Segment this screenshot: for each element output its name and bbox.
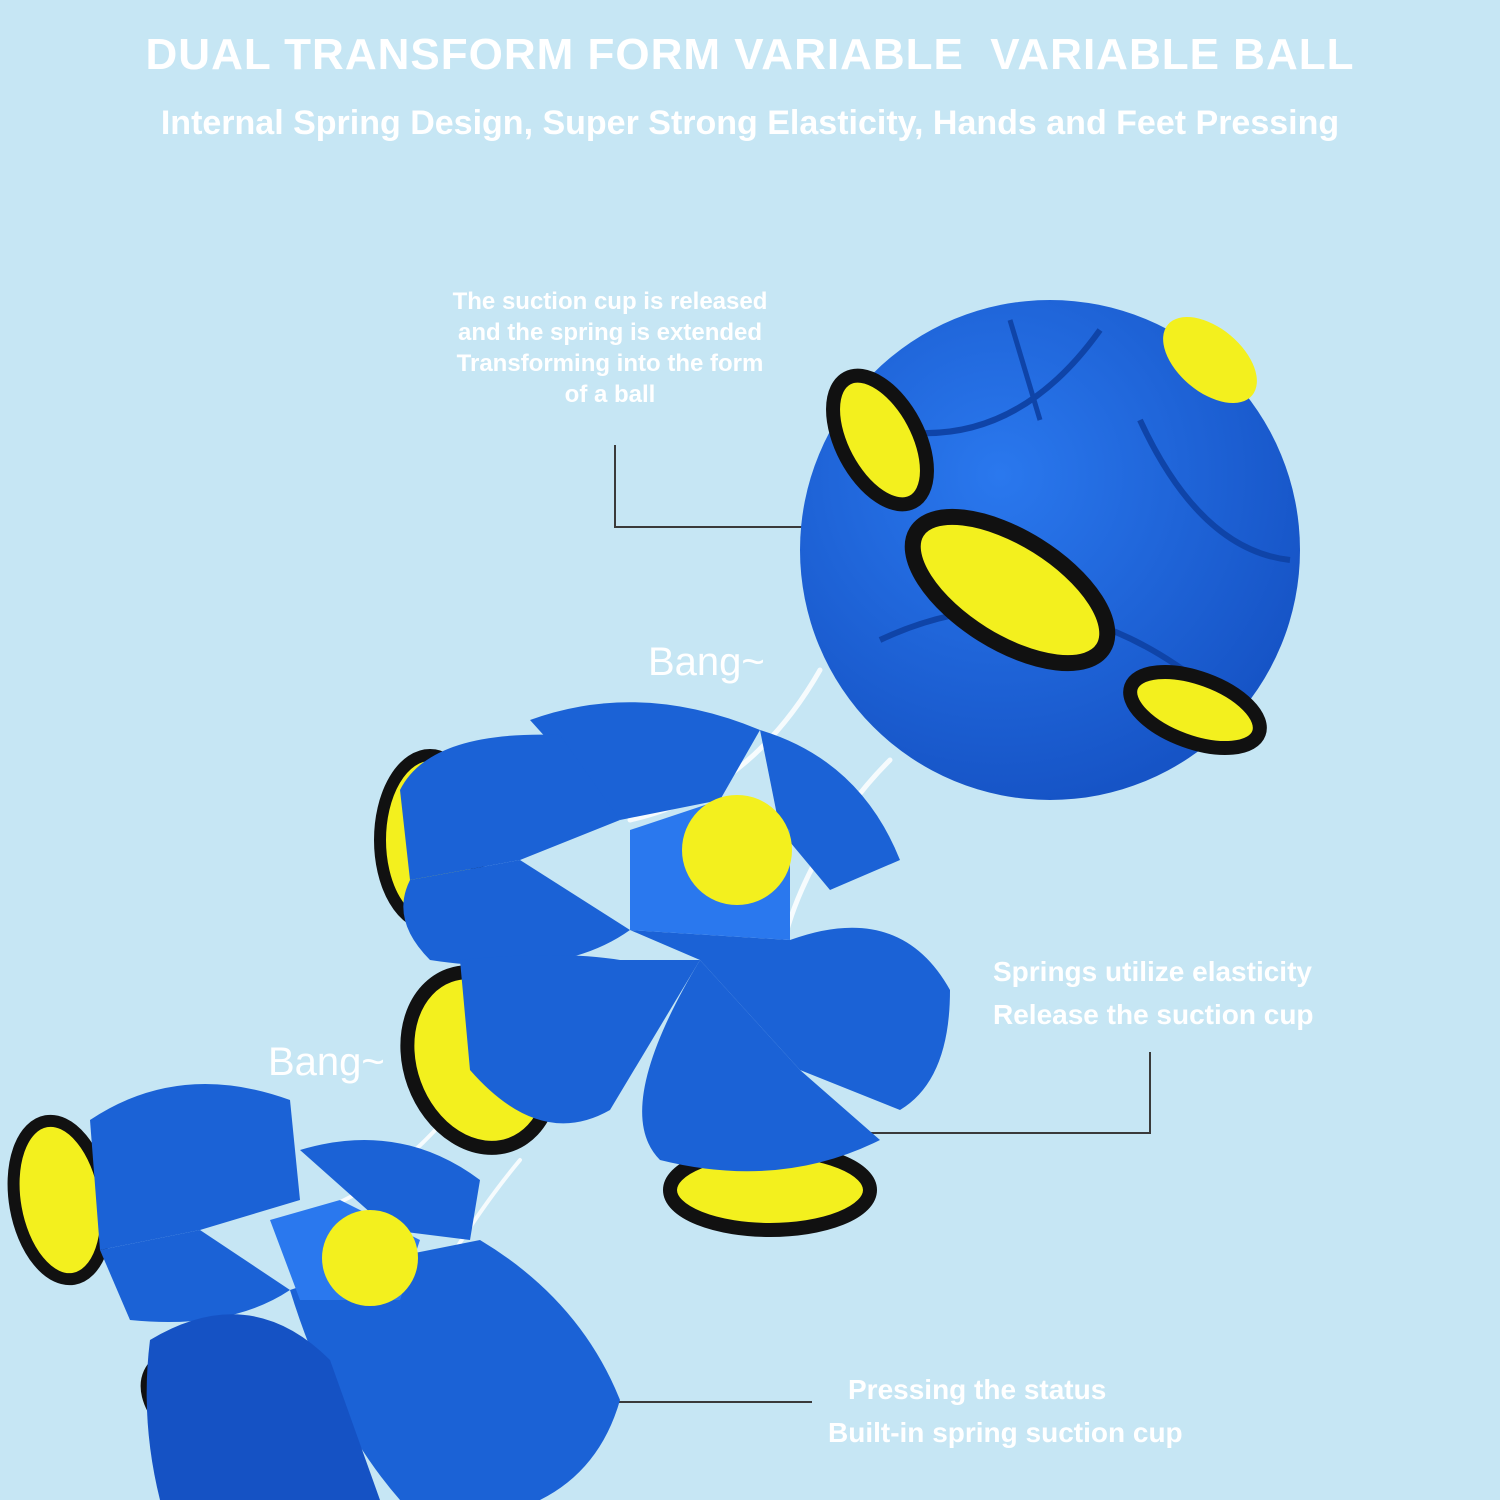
page-title: DUAL TRANSFORM FORM VARIABLE VARIABLE BA…: [145, 30, 1355, 79]
pressing-caption: Pressing the status Built-in spring suct…: [828, 1368, 1183, 1454]
caption-line: Release the suction cup: [993, 999, 1314, 1030]
caption-line: Pressing the status: [848, 1374, 1107, 1405]
caption-line: Transforming into the form: [456, 350, 764, 377]
connector-line-ball: [614, 445, 810, 528]
springs-caption: Springs utilize elasticity Release the s…: [993, 950, 1314, 1036]
yellow-pad: [826, 368, 934, 512]
ball-form: [800, 300, 1300, 800]
caption-line: of a ball: [564, 381, 656, 408]
caption-line: Built-in spring suction cup: [828, 1417, 1183, 1448]
yellow-pad: [904, 508, 1116, 672]
pressed-disc: [7, 1084, 620, 1500]
page-subtitle: Internal Spring Design, Super Strong Ela…: [160, 104, 1340, 142]
suction-cup: [682, 795, 792, 905]
caption-line: and the spring is extended: [457, 319, 763, 346]
caption-line: The suction cup is released: [452, 288, 768, 315]
transforming-ball: [374, 702, 950, 1237]
bang-label: Bang~: [268, 1040, 385, 1084]
suction-cup: [322, 1210, 418, 1306]
yellow-pad: [1123, 664, 1267, 756]
connector-line-springs: [870, 1052, 1151, 1134]
yellow-pad: [1163, 316, 1257, 404]
ball-form-caption: The suction cup is released and the spri…: [420, 286, 800, 410]
caption-line: Springs utilize elasticity: [993, 956, 1312, 987]
bang-label: Bang~: [648, 640, 765, 684]
